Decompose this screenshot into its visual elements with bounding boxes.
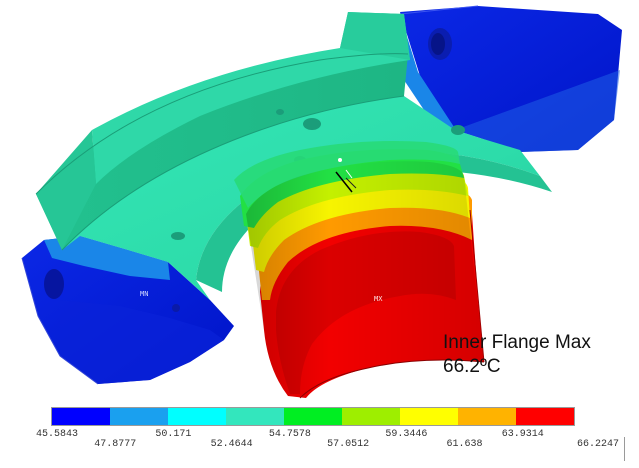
bolt-hole-left	[44, 269, 64, 299]
annotation-value: 66.2ºC	[443, 356, 501, 377]
legend-tick-label: 52.4644	[210, 439, 253, 450]
legend-swatch	[458, 408, 516, 425]
max-location-marker	[335, 158, 357, 193]
inner-hub	[234, 141, 485, 399]
legend-swatch	[110, 408, 168, 425]
legend-swatch	[52, 408, 110, 425]
top-hole-1	[303, 118, 321, 130]
max-temperature-annotation: Inner Flange Max 66.2ºC	[443, 331, 591, 379]
contour-legend: 45.5843 47.8777 50.171 52.4644 54.7578 57.051…	[0, 400, 639, 468]
thermal-contour-plot: MN MX	[21, 5, 622, 399]
legend-tick-label: 47.8777	[94, 439, 137, 450]
legend-tick-label: 57.0512	[327, 439, 370, 450]
legend-swatch	[168, 408, 226, 425]
legend-swatch	[516, 408, 574, 425]
legend-tick-label: 54.7578	[268, 429, 311, 440]
legend-swatch	[342, 408, 400, 425]
top-hole-4	[451, 125, 465, 135]
legend-swatch	[400, 408, 458, 425]
max-marker-label: MX	[374, 295, 383, 303]
annotation-title: Inner Flange Max	[443, 332, 591, 353]
legend-tick-label: 63.9314	[501, 429, 544, 440]
legend-tick-label: 66.2247	[576, 439, 620, 450]
legend-tick-label: 50.171	[155, 429, 192, 440]
legend-swatch	[226, 408, 284, 425]
legend-swatch	[284, 408, 342, 425]
legend-tick-label: 61.638	[446, 439, 483, 450]
top-hole-3	[171, 232, 185, 240]
legend-tick-label: 59.3446	[385, 429, 428, 440]
left-mounting-lug	[21, 236, 234, 385]
legend-end-rule	[624, 437, 625, 461]
min-marker-label: MN	[140, 290, 148, 298]
legend-color-bar	[51, 407, 575, 426]
right-mounting-lug	[392, 5, 622, 152]
legend-tick-label: 45.5843	[35, 429, 79, 440]
